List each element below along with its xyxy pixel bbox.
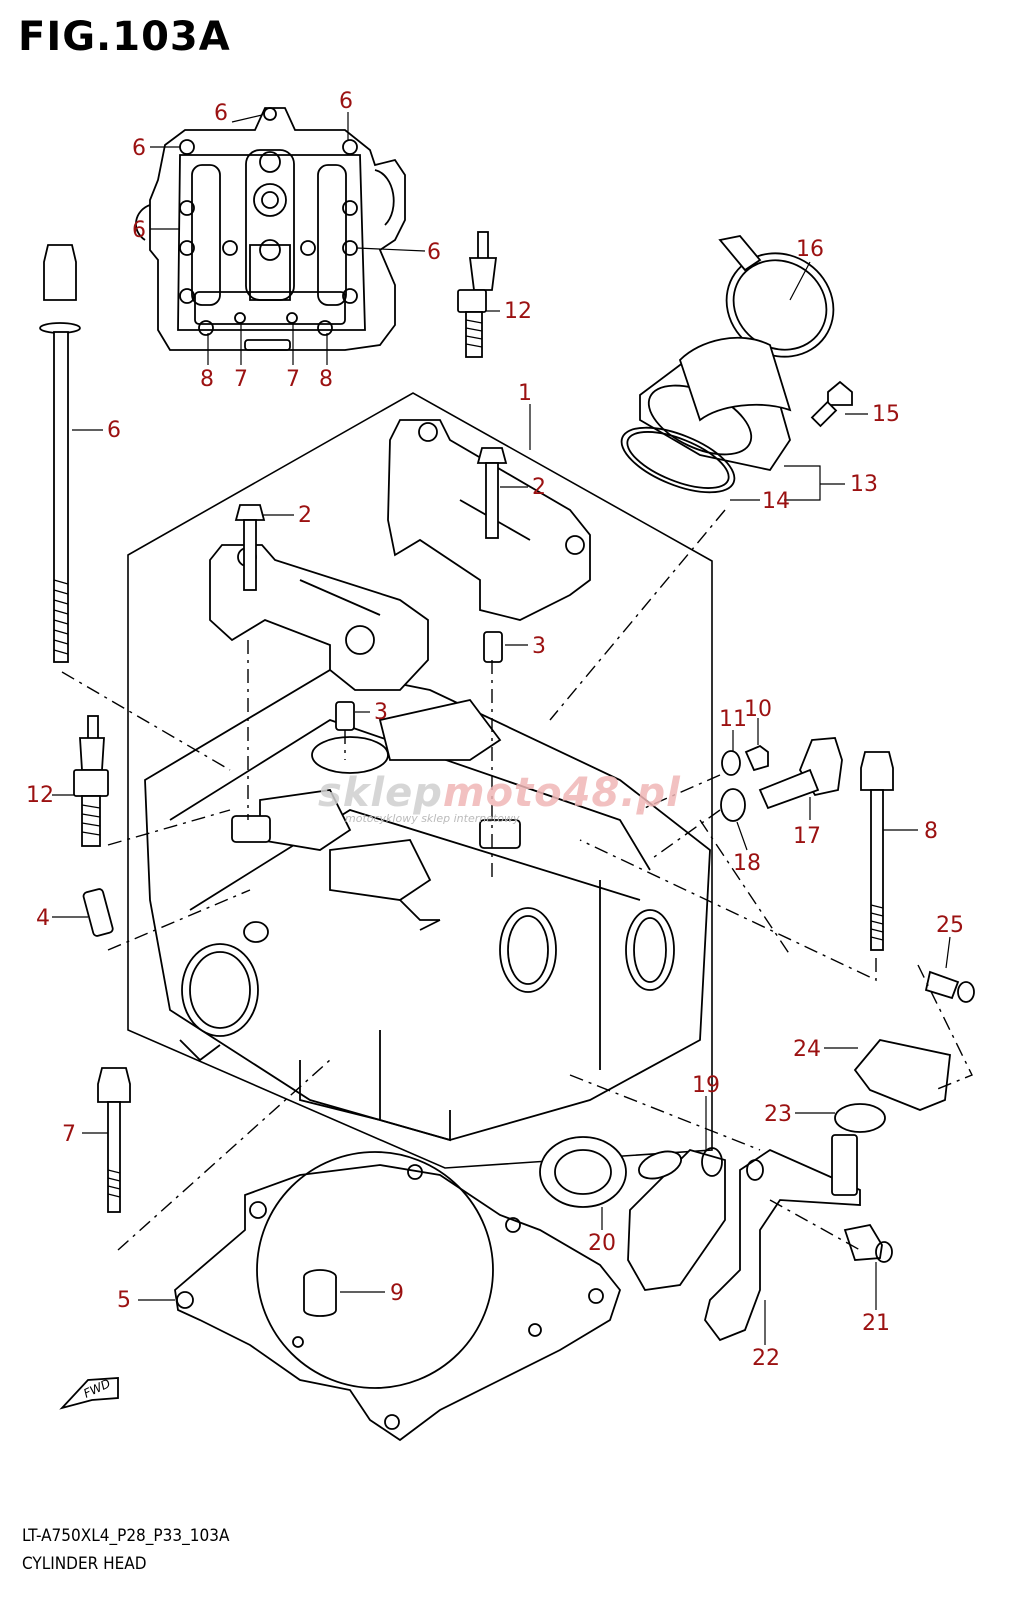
callout-25: 25 (936, 913, 964, 938)
callout-14: 14 (762, 489, 790, 514)
intake-assembly (620, 235, 853, 494)
callout-5: 5 (117, 1288, 131, 1313)
head-top-view (135, 107, 406, 351)
figure-title: FIG.103A (18, 14, 231, 60)
callout-9: 9 (390, 1281, 404, 1306)
callout-11: 11 (719, 707, 747, 732)
figure-name: CYLINDER HEAD (22, 1554, 147, 1574)
callout-8-a: 8 (200, 367, 214, 392)
callout-6-left: 6 (132, 218, 146, 243)
callout-7-b: 7 (286, 367, 300, 392)
watermark: sklepmoto48.pl (318, 770, 681, 816)
assembly-lines (61, 509, 973, 1251)
thermostat-assembly (539, 1039, 951, 1342)
callout-8-bolt: 8 (924, 819, 938, 844)
callout-24: 24 (793, 1037, 821, 1062)
callout-6-topleft: 6 (132, 136, 146, 161)
callout-16: 16 (796, 237, 824, 262)
cylinder-head-main (127, 392, 713, 1169)
head-gasket (174, 1151, 622, 1442)
callout-6-topright: 6 (339, 89, 353, 114)
callout-leaders (52, 112, 951, 1345)
figure-code: LT-A750XL4_P28_P33_103A (22, 1526, 230, 1546)
dowel-pins (82, 631, 503, 937)
callout-2-a: 2 (298, 503, 312, 528)
callout-6-right: 6 (427, 240, 441, 265)
callout-3-a: 3 (532, 634, 546, 659)
callout-19: 19 (692, 1073, 720, 1098)
callout-12-left: 12 (26, 783, 54, 808)
bolt-lower-left (97, 1067, 131, 1213)
callout-23: 23 (764, 1102, 792, 1127)
callout-2-b: 2 (532, 475, 546, 500)
bolt-right (860, 751, 894, 951)
callout-numbers: 1 2 2 3 3 4 5 6 6 6 6 6 6 7 7 7 8 8 8 9 … (26, 89, 964, 1371)
holder-bolts (234, 447, 508, 591)
callout-7-a: 7 (234, 367, 248, 392)
sensor-parts (720, 737, 843, 822)
callout-21: 21 (862, 1311, 890, 1336)
watermark-main: sklep (318, 770, 443, 816)
callout-7-bolt: 7 (62, 1122, 76, 1147)
stud-bolt-left (39, 244, 81, 663)
callout-20: 20 (588, 1231, 616, 1256)
callout-18: 18 (733, 851, 761, 876)
callout-22: 22 (752, 1346, 780, 1371)
watermark-accent: moto48.pl (442, 770, 681, 816)
callout-17: 17 (793, 824, 821, 849)
watermark-subtitle: motocyklowy sklep internetowy (345, 812, 520, 825)
callout-4: 4 (36, 906, 50, 931)
forward-arrow: FWD (59, 1376, 119, 1410)
callout-13: 13 (850, 472, 878, 497)
callout-8-b: 8 (319, 367, 333, 392)
callout-1: 1 (518, 381, 532, 406)
callout-12-top: 12 (504, 299, 532, 324)
callout-6-stud: 6 (107, 418, 121, 443)
callout-3-b: 3 (374, 700, 388, 725)
spark-plug-left (73, 715, 109, 847)
spark-plug-top (457, 231, 498, 358)
callout-10: 10 (744, 697, 772, 722)
callout-6-top: 6 (214, 101, 228, 126)
camshaft-holder-left (209, 544, 429, 691)
callout-15: 15 (872, 402, 900, 427)
